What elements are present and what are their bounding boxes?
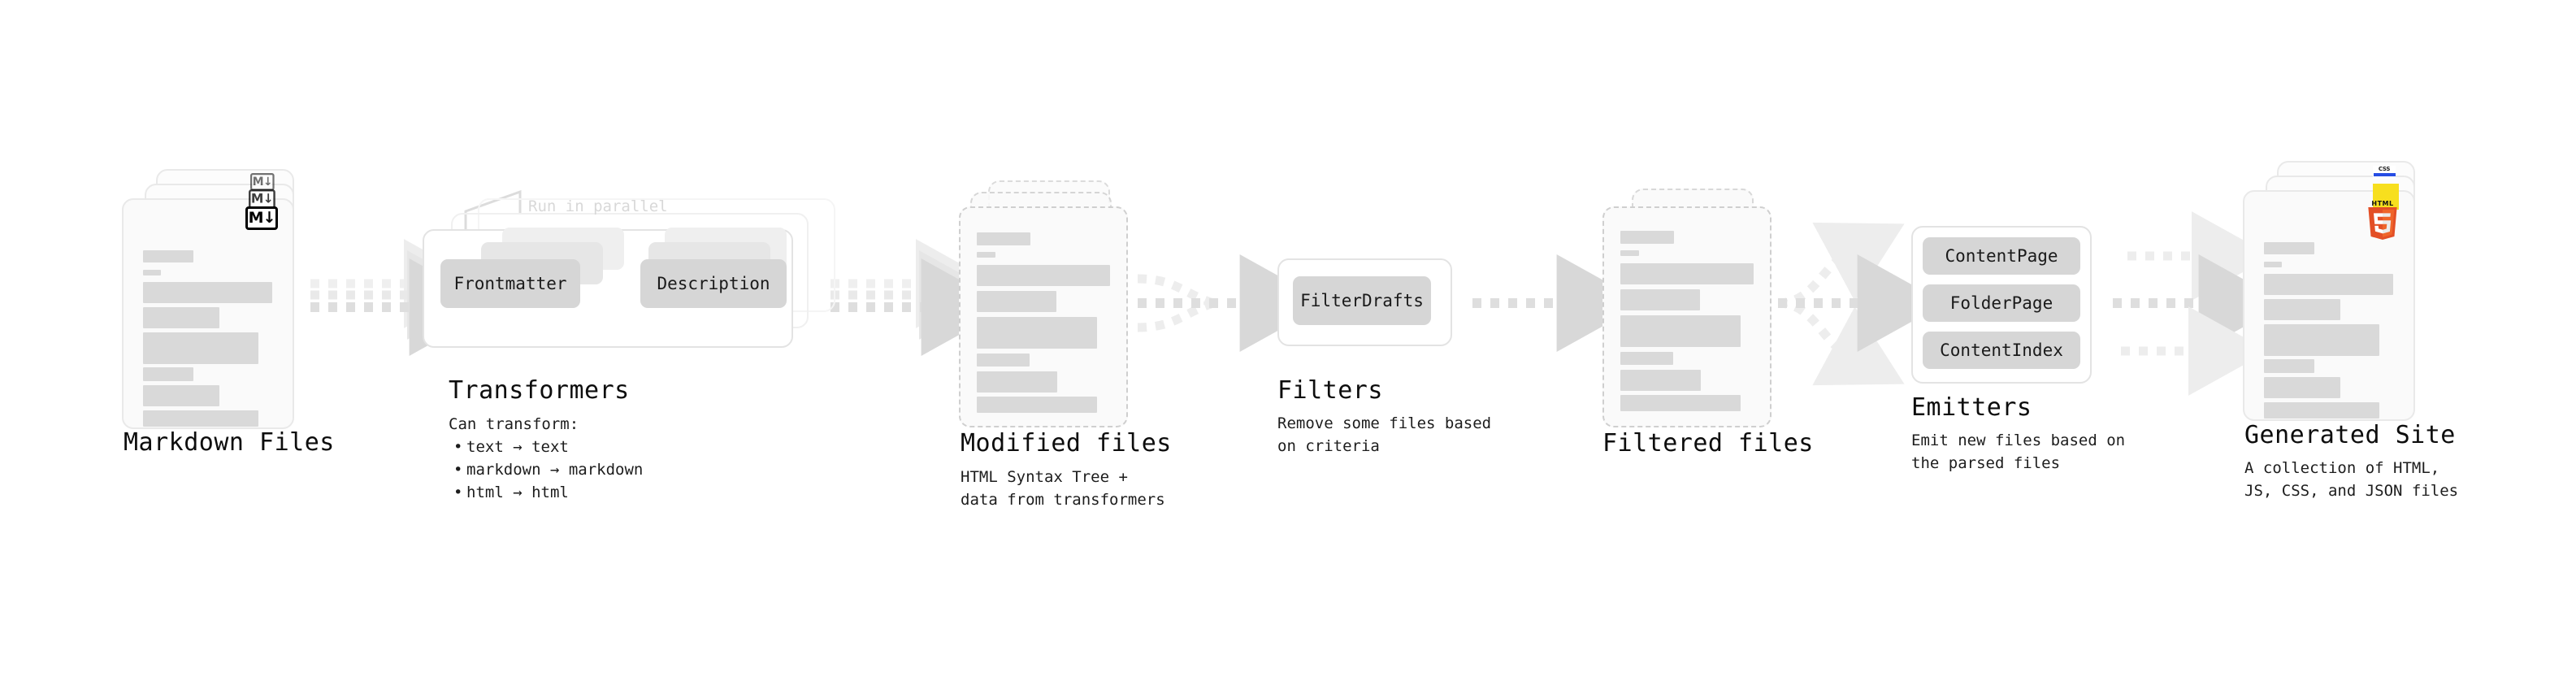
skeleton-line <box>1620 370 1701 391</box>
emitter-node-contentpage-label: ContentPage <box>1945 246 2058 266</box>
stage-markdown-files: M↓ M↓ M↓ <box>122 169 317 429</box>
markdown-badge: M↓ <box>245 206 278 230</box>
transformers-bullet: markdown → markdown <box>453 458 643 481</box>
skeleton-line <box>1620 395 1741 411</box>
stage-subtitle-transformers: Can transform: <box>449 415 579 433</box>
html5-icon-word: HTML <box>2371 200 2394 207</box>
skeleton-line <box>2264 324 2379 356</box>
stage-subtitle-filters: Remove some files based on criteria <box>1277 414 1492 455</box>
emitter-node-folderpage[interactable]: FolderPage <box>1923 284 2080 322</box>
skeleton-line <box>143 270 161 275</box>
stage-filtered-files <box>1602 189 1798 427</box>
stage-generated-site: CSS HTML <box>2243 161 2446 429</box>
connector-emitters-to-site <box>2113 211 2287 396</box>
stage-title-generated-site: Generated Site <box>2244 421 2456 449</box>
transformer-node-frontmatter[interactable]: Frontmatter <box>440 259 580 308</box>
filter-node-filterdrafts-label: FilterDrafts <box>1300 291 1424 310</box>
emitter-node-contentindex[interactable]: ContentIndex <box>1923 332 2080 369</box>
connector-transformers-to-modified <box>830 239 1009 356</box>
skeleton-line <box>2264 402 2379 419</box>
skeleton-line <box>143 410 258 427</box>
skeleton-line <box>143 367 193 381</box>
run-in-parallel-note: Run in parallel <box>528 197 668 215</box>
skeleton-line <box>2264 274 2393 295</box>
skeleton-line <box>1620 352 1673 365</box>
css-icon-bar <box>2373 173 2396 176</box>
markdown-badge-back-2: M↓ <box>250 173 275 191</box>
skeleton-line <box>1620 231 1674 244</box>
skeleton-line <box>1620 250 1639 256</box>
css-icon: CSS <box>2373 166 2396 179</box>
connector-markdown-to-transformers <box>310 239 497 356</box>
skeleton-line <box>143 250 193 262</box>
skeleton-line <box>977 317 1097 349</box>
stage-modified-files <box>959 180 1154 427</box>
skeleton-line <box>977 232 1030 245</box>
stage-subtitle-modified-files: HTML Syntax Tree + data from transformer… <box>961 468 1165 509</box>
stage-transformers: Frontmatter Description <box>423 187 845 349</box>
skeleton-line <box>977 397 1097 413</box>
emitter-node-folderpage-label: FolderPage <box>1949 293 2053 313</box>
skeleton-line <box>2264 359 2314 373</box>
skeleton-line <box>2264 262 2282 267</box>
stage-title-filters: Filters <box>1277 376 1383 405</box>
transformers-bullet-list: text → text markdown → markdown html → h… <box>449 436 643 504</box>
skeleton-line <box>143 332 258 364</box>
stage-subtitle-generated-site: A collection of HTML, JS, CSS, and JSON … <box>2244 459 2459 500</box>
js-icon <box>2373 184 2399 210</box>
stage-title-filtered-files: Filtered files <box>1602 429 1814 458</box>
transformers-bullet: text → text <box>453 436 643 458</box>
transformer-node-description-label: Description <box>657 274 770 293</box>
skeleton-line <box>143 385 219 406</box>
transformer-node-description[interactable]: Description <box>640 259 787 308</box>
skeleton-line <box>1620 263 1754 284</box>
skeleton-line <box>143 282 272 303</box>
stage-title-transformers: Transformers <box>449 376 630 405</box>
html5-icon: HTML <box>2366 200 2399 240</box>
skeleton-line <box>977 252 995 258</box>
stage-title-emitters: Emitters <box>1911 393 2032 422</box>
skeleton-line <box>2264 377 2340 398</box>
stage-title-modified-files: Modified files <box>961 429 1172 458</box>
transformer-node-frontmatter-label: Frontmatter <box>453 274 567 293</box>
skeleton-line <box>977 291 1056 312</box>
stage-title-markdown-files: Markdown Files <box>124 428 335 457</box>
markdown-badge-glyph: M↓ <box>248 209 276 227</box>
skeleton-line <box>1620 289 1700 310</box>
connector-modified-to-filters <box>1137 254 1328 352</box>
emitter-node-contentpage[interactable]: ContentPage <box>1923 237 2080 275</box>
skeleton-line <box>2264 299 2340 320</box>
stage-emitters: ContentPage FolderPage ContentIndex <box>1911 226 2106 388</box>
emitter-node-contentindex-label: ContentIndex <box>1940 340 2063 360</box>
skeleton-line <box>977 354 1030 367</box>
stage-filters: FilterDrafts <box>1277 258 1456 349</box>
stage-subtitle-emitters: Emit new files based on the parsed files <box>1911 432 2126 472</box>
skeleton-line <box>143 307 219 328</box>
transformers-bullet: html → html <box>453 481 643 504</box>
skeleton-line <box>2264 242 2314 254</box>
skeleton-line <box>977 265 1110 286</box>
skeleton-line <box>1620 315 1741 347</box>
filter-node-filterdrafts[interactable]: FilterDrafts <box>1293 276 1431 325</box>
skeleton-line <box>977 371 1057 393</box>
css-icon-word: CSS <box>2378 166 2391 172</box>
